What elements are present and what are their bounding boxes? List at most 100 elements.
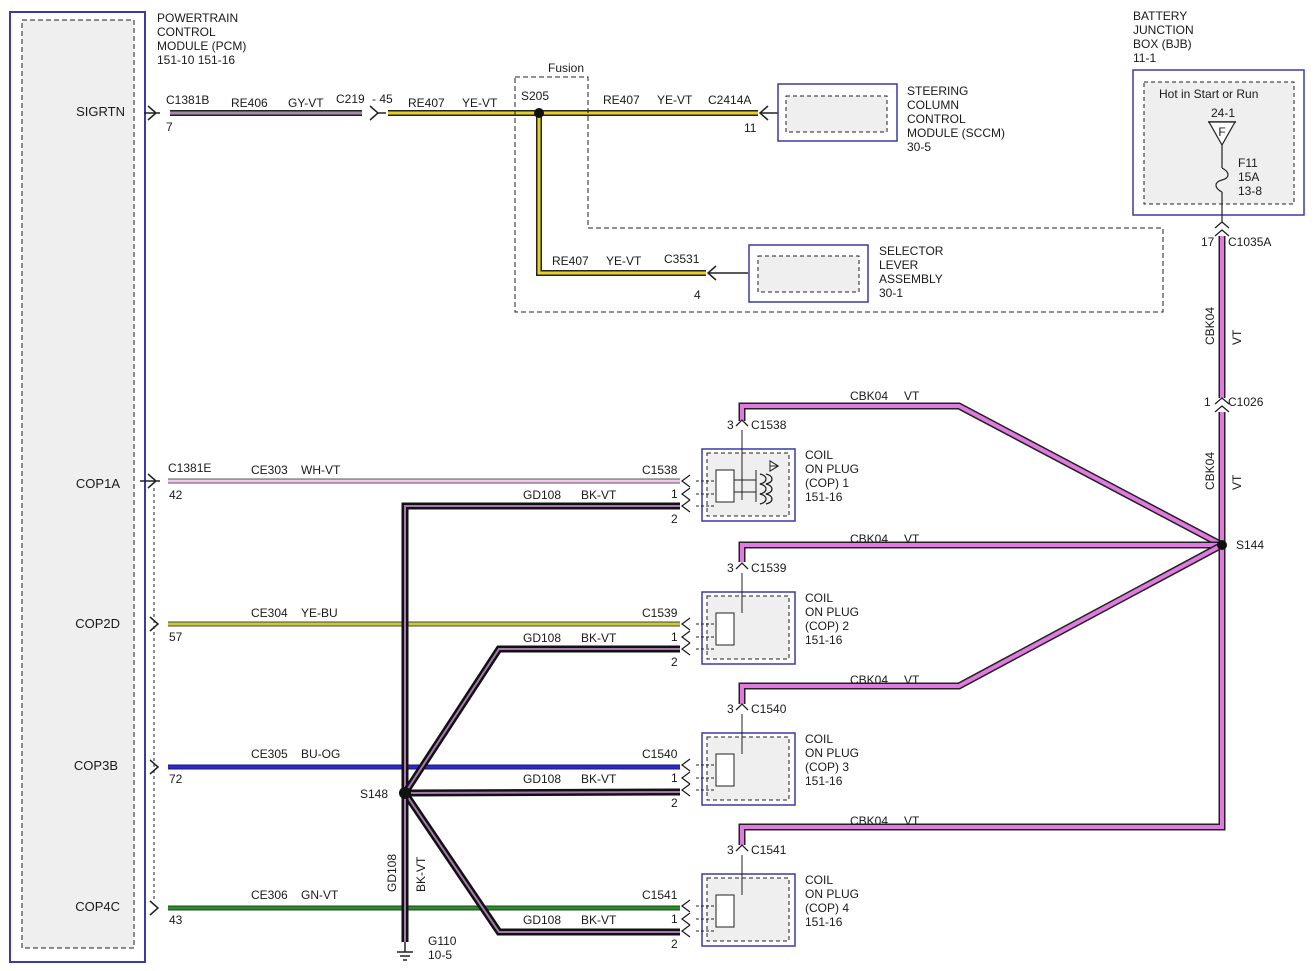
sccm-title-5: 30-5 (907, 140, 931, 154)
cop-3-gnd-color: BK-VT (581, 772, 617, 786)
selector-title-1: SELECTOR (879, 244, 944, 258)
cop-1-gnd-color: BK-VT (581, 488, 617, 502)
fusion-dashed-region (514, 76, 1164, 313)
c1026-connector-symbol (1214, 397, 1230, 413)
cop-1-feed-circuit: CBK04 (850, 389, 888, 403)
cbk04-feed: CBK04 VT 1 C1026 CBK04 VT S144 (738, 236, 1264, 845)
bjb-title-2: JUNCTION (1133, 23, 1194, 37)
sccm-title-3: CONTROL (907, 112, 966, 126)
c3531-label: C3531 (664, 252, 700, 266)
ignition-coil-icon (715, 460, 779, 928)
cop-3-signal-circuit: CE305 (251, 747, 288, 761)
feed-branch-cop1-color (740, 404, 1223, 547)
pcm-pin-arrow-cop3b (149, 759, 160, 775)
cop2d-pin-number: 57 (169, 630, 183, 644)
cop-4-outline (701, 873, 796, 947)
feed-upper-color: VT (1230, 329, 1244, 345)
cop-4-gnd-circuit: GD108 (523, 913, 561, 927)
cop-4-signal-connector: C1541 (642, 888, 678, 902)
bjb-outline (1132, 69, 1305, 216)
bjb-bus-triangle (1207, 121, 1237, 147)
re406-color: GY-VT (288, 96, 324, 110)
cop-4-pin1-arrow (680, 912, 691, 926)
c1026-pin: 1 (1204, 395, 1211, 409)
cop-1-title-1: COIL (805, 448, 833, 462)
cop-2-signal-circuit: CE304 (251, 606, 288, 620)
bjb-title-1: BATTERY (1133, 9, 1187, 23)
cop-4-signal-color: GN-VT (301, 888, 339, 902)
cop-4-pin3-number: 3 (727, 843, 734, 857)
bjb-title-3: BOX (BJB) (1133, 37, 1192, 51)
re407-b-color: YE-VT (657, 93, 693, 107)
cop-2-pin1-arrow (680, 630, 691, 644)
pcm-pin-arrow-cop2d (149, 616, 160, 632)
c219-label: C219 (336, 92, 365, 106)
cop-2-outline (701, 591, 796, 665)
sccm-title-1: STEERING (907, 84, 968, 98)
feed-branch-cop2-color (740, 543, 1222, 562)
sccm-title-4: MODULE (SCCM) (907, 126, 1005, 140)
bjb-module: BATTERY JUNCTION BOX (BJB) 11-1 Hot in S… (1132, 9, 1305, 249)
cop-3-title-4: 151-16 (805, 774, 843, 788)
cop-4-feed-color: VT (904, 814, 920, 828)
cop-4-signal-circuit: CE306 (251, 888, 288, 902)
cop-1-pin3-number: 3 (727, 418, 734, 432)
re407-c-circuit: RE407 (552, 254, 589, 268)
cop-3-pin2-number: 2 (671, 796, 678, 810)
cop-4-pin3-arrow (735, 844, 749, 852)
s148-splice-dot (399, 787, 411, 799)
c1381b-pin: 7 (166, 120, 173, 134)
cop-4-title-1: COIL (805, 873, 833, 887)
selector-title-4: 30-1 (879, 286, 903, 300)
cop-4-pin2-arrow (680, 924, 691, 938)
bjb-inner-dashed (1143, 81, 1295, 205)
cop-1-outline (701, 448, 796, 522)
cop-3-pin2-arrow (680, 783, 691, 797)
cop-3-feed-circuit: CBK04 (850, 673, 888, 687)
cop-2-title-1: COIL (805, 591, 833, 605)
cop-1-signal-color: WH-VT (301, 463, 341, 477)
cop-3-gnd-circuit: GD108 (523, 772, 561, 786)
cop-1-title-3: (COP) 1 (805, 476, 849, 490)
cop-3-pin3-arrow (735, 703, 749, 711)
cop-3-outline (701, 732, 796, 806)
sccm-inner-dashed (785, 95, 888, 133)
cop-4-title-3: (COP) 4 (805, 901, 849, 915)
feed-branch-cop2 (738, 541, 1222, 562)
cop-signal-wires: C1381E 42 57 72 43 (168, 461, 680, 927)
pcm-title-2: CONTROL (157, 25, 216, 39)
s144-splice-dot (1217, 540, 1227, 550)
cop-3-pin-signal-arrow (680, 758, 691, 772)
selector-lever-module: SELECTOR LEVER ASSEMBLY 30-1 (748, 244, 944, 303)
cop-1-feed-color: VT (904, 389, 920, 403)
fuse-line-2: 15A (1238, 170, 1259, 184)
cop-1-title-4: 151-16 (805, 490, 843, 504)
cop-2-pin1-number: 1 (671, 630, 678, 644)
c219-pin: - 45 (372, 92, 393, 106)
cop-3-title-2: ON PLUG (805, 746, 859, 760)
gnd-wire-cop2-color (404, 648, 680, 794)
pcm-pin-arrow-sigrtn (144, 105, 160, 121)
cop-4-pin1-number: 1 (671, 912, 678, 926)
fusion-label: Fusion (548, 61, 584, 75)
pcm-title-4: 151-10 151-16 (157, 53, 235, 67)
cop-1-feed-connector: C1538 (751, 418, 787, 432)
ground-network: S148 GD108 BK-VT G110 10-5 (360, 502, 681, 962)
bjb-hot-label: Hot in Start or Run (1159, 87, 1258, 101)
selector-inner-dashed (757, 255, 860, 293)
cop-3-title-3: (COP) 3 (805, 760, 849, 774)
wire-re407-c (536, 113, 706, 276)
cop-3-pin3-number: 3 (727, 702, 734, 716)
g110-ref: 10-5 (428, 948, 452, 962)
re407-a-color: YE-VT (462, 96, 498, 110)
cop-2-signal-connector: C1539 (642, 606, 678, 620)
gnd-wire-cop4 (402, 791, 680, 936)
cop-3-signal-connector: C1540 (642, 747, 678, 761)
g110-wire-circuit: GD108 (385, 854, 399, 892)
cop-2-feed-connector: C1539 (751, 561, 787, 575)
sccm-outline (777, 83, 898, 142)
c1035a-label: C1035A (1228, 235, 1271, 249)
c3531-connector-symbol (706, 265, 748, 281)
